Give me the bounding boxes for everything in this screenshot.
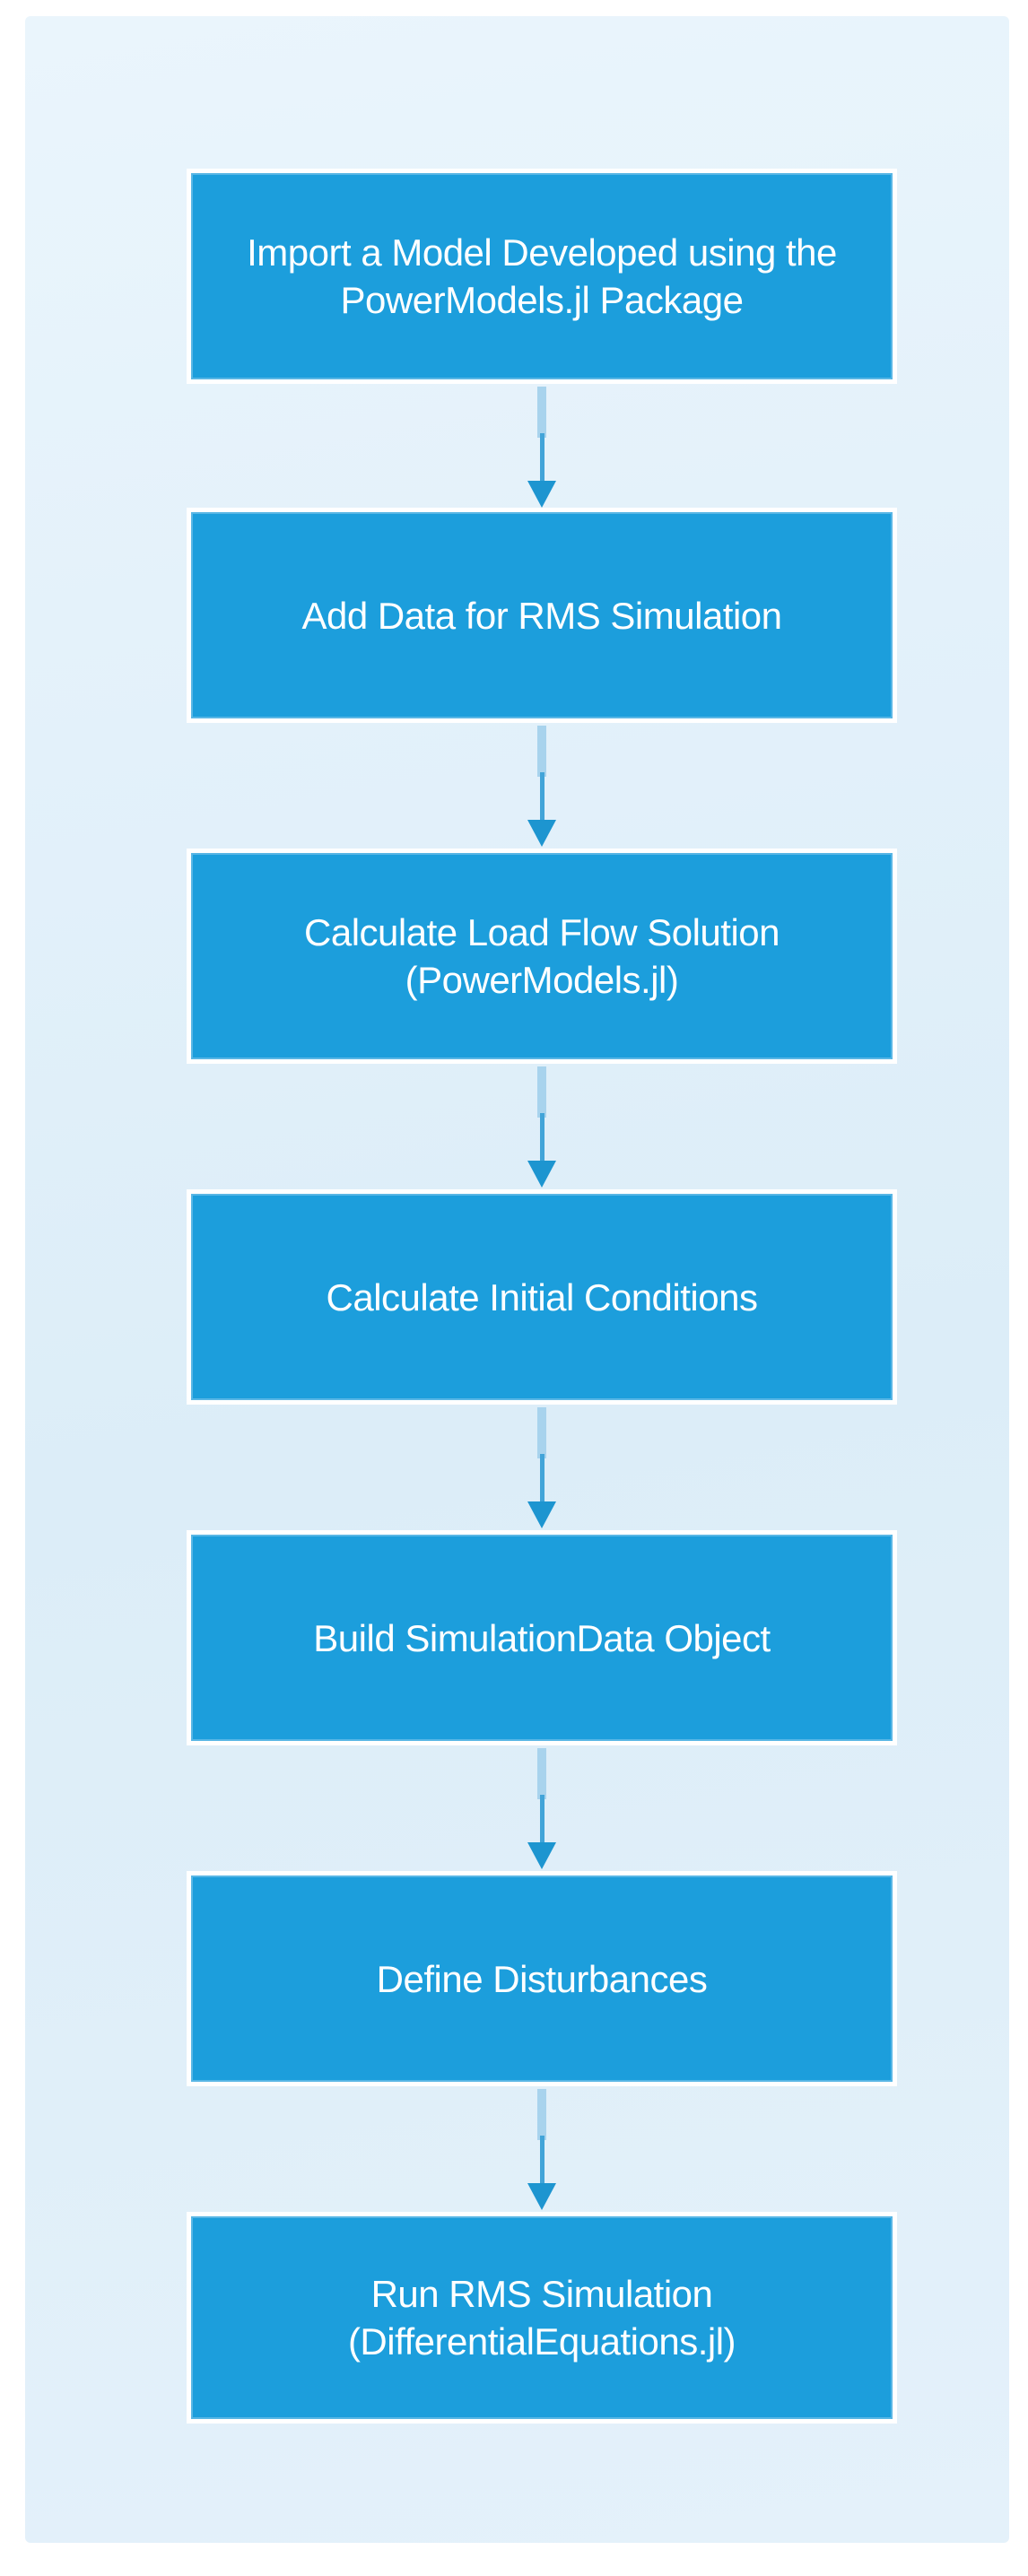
flow-step-line1: Calculate Initial Conditions xyxy=(326,1275,758,1318)
flow-step-line2: (DifferentialEquations.jl) xyxy=(347,2320,736,2363)
arrow-shaft-lower xyxy=(539,772,544,822)
flow-step-label: Import a Model Developed using the Power… xyxy=(247,229,837,324)
flow-step-label: Add Data for RMS Simulation xyxy=(301,592,782,640)
arrow-shaft-lower xyxy=(539,1113,544,1163)
flow-step-label: Run RMS Simulation (DifferentialEquation… xyxy=(348,2270,736,2365)
flow-step-label: Calculate Load Flow Solution (PowerModel… xyxy=(304,909,780,1004)
flow-step-load-flow: Calculate Load Flow Solution (PowerModel… xyxy=(191,853,893,1059)
arrow-shaft-upper xyxy=(537,1066,546,1118)
flow-step-add-data: Add Data for RMS Simulation xyxy=(191,512,893,718)
flow-step-line2: PowerModels.jl Package xyxy=(340,279,744,321)
arrow-shaft-lower xyxy=(539,433,544,483)
flow-step-initial-conditions: Calculate Initial Conditions xyxy=(191,1194,893,1400)
arrow-shaft-upper xyxy=(537,2089,546,2140)
connector-arrow-5 xyxy=(506,1748,578,1869)
arrow-down-icon xyxy=(527,481,556,508)
arrow-shaft-upper xyxy=(537,1407,546,1458)
arrow-down-icon xyxy=(527,1842,556,1869)
flow-step-line2: (PowerModels.jl) xyxy=(405,959,679,1001)
connector-arrow-4 xyxy=(506,1407,578,1528)
flowchart-panel: Import a Model Developed using the Power… xyxy=(25,16,1009,2543)
arrow-shaft-upper xyxy=(537,1748,546,1799)
arrow-shaft-lower xyxy=(539,1795,544,1845)
arrow-shaft-upper xyxy=(537,387,546,438)
arrow-down-icon xyxy=(527,820,556,847)
flow-step-label: Calculate Initial Conditions xyxy=(327,1274,758,1321)
arrow-shaft-upper xyxy=(537,726,546,777)
flow-step-run-simulation: Run RMS Simulation (DifferentialEquation… xyxy=(191,2216,893,2419)
flow-step-line1: Define Disturbances xyxy=(376,1957,708,2000)
flow-step-line1: Build SimulationData Object xyxy=(313,1616,771,1659)
arrow-down-icon xyxy=(527,2183,556,2210)
flow-step-label: Build SimulationData Object xyxy=(313,1614,771,1662)
connector-arrow-2 xyxy=(506,726,578,847)
flow-step-line1: Run RMS Simulation xyxy=(370,2273,713,2315)
flow-step-label: Define Disturbances xyxy=(377,1955,708,2003)
connector-arrow-3 xyxy=(506,1066,578,1188)
flow-step-line1: Calculate Load Flow Solution xyxy=(304,911,780,953)
connector-arrow-6 xyxy=(506,2089,578,2210)
flow-step-line1: Import a Model Developed using the xyxy=(247,231,837,274)
flow-step-line1: Add Data for RMS Simulation xyxy=(301,594,782,637)
connector-arrow-1 xyxy=(506,387,578,508)
flow-step-define-disturbances: Define Disturbances xyxy=(191,1875,893,2082)
arrow-down-icon xyxy=(527,1161,556,1188)
flow-step-import-model: Import a Model Developed using the Power… xyxy=(191,173,893,379)
arrow-shaft-lower xyxy=(539,1454,544,1504)
arrow-shaft-lower xyxy=(539,2136,544,2186)
flow-step-simulationdata-object: Build SimulationData Object xyxy=(191,1535,893,1741)
arrow-down-icon xyxy=(527,1501,556,1528)
